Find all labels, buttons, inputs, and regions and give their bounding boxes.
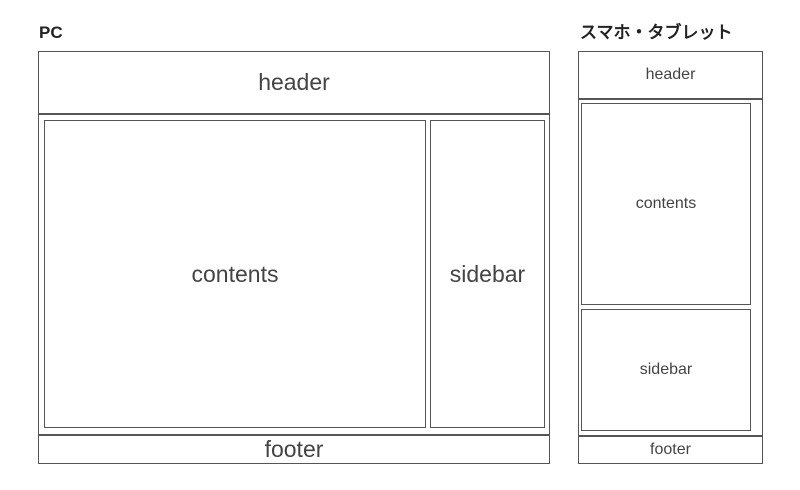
sp-sidebar-block: sidebar bbox=[581, 309, 751, 431]
pc-sidebar-block: sidebar bbox=[430, 120, 545, 428]
sp-header-label: header bbox=[645, 66, 696, 83]
pc-contents-block: contents bbox=[44, 120, 426, 428]
sp-footer-block: footer bbox=[578, 436, 763, 464]
pc-sidebar-label: sidebar bbox=[449, 260, 526, 287]
pc-header-label: header bbox=[258, 69, 330, 95]
sp-contents-block: contents bbox=[581, 103, 751, 305]
pc-layout-title: PC bbox=[39, 23, 63, 42]
pc-footer-block: footer bbox=[38, 435, 550, 464]
pc-contents-label: contents bbox=[191, 260, 279, 287]
sp-header-block: header bbox=[578, 51, 763, 99]
pc-footer-label: footer bbox=[264, 436, 324, 462]
sp-contents-label: contents bbox=[635, 195, 697, 212]
sp-footer-label: footer bbox=[650, 441, 691, 458]
sp-sidebar-label: sidebar bbox=[639, 361, 693, 378]
sp-layout-title: スマホ・タブレット bbox=[580, 23, 733, 42]
pc-header-block: header bbox=[38, 51, 550, 114]
